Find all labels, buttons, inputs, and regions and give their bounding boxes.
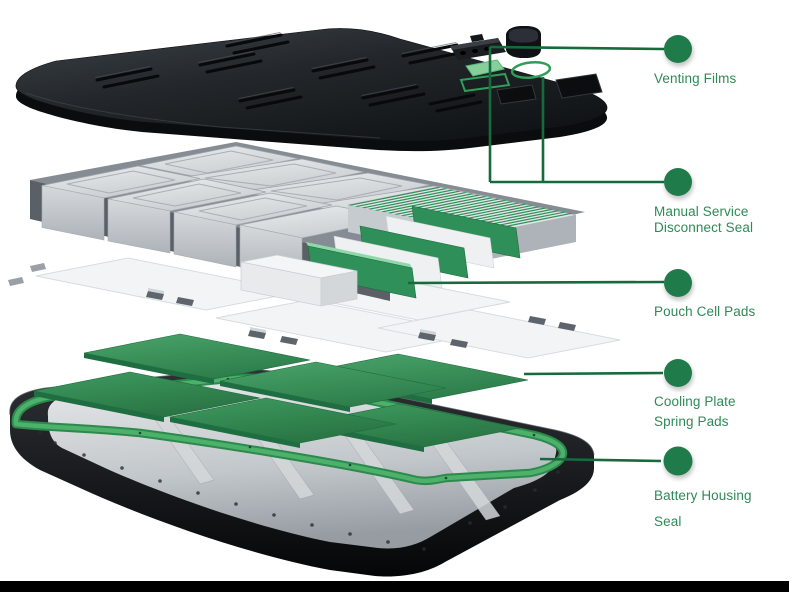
pouch-cell-pads-line <box>407 280 665 285</box>
label-line: Disconnect Seal <box>654 219 754 235</box>
cooling-plate-line <box>523 371 664 376</box>
marker-housing-seal <box>663 446 693 476</box>
housing-seal-line <box>539 457 662 463</box>
callout-lines <box>407 45 665 463</box>
lid-ribs <box>95 32 483 113</box>
callout-markers <box>663 35 694 479</box>
marker-msd-seal <box>664 168 692 196</box>
module-emboss <box>66 150 403 221</box>
label-line: Manual Service <box>654 204 749 219</box>
label-line: Pouch Cell Pads <box>654 304 756 319</box>
label-venting-films: Venting Films <box>654 71 736 87</box>
label-line: Cooling Plate <box>654 394 736 409</box>
label-battery-housing-seal: Battery Housing Seal <box>654 483 752 535</box>
msd-seal-ring <box>510 61 552 79</box>
label-line: Venting Films <box>654 71 737 86</box>
marker-cooling-plate <box>664 359 692 387</box>
lid-cutouts <box>496 73 603 105</box>
label-pouch-cell-pads: Pouch Cell Pads <box>654 304 755 320</box>
label-line: Battery Housing <box>654 488 752 503</box>
vent-valve-assembly <box>450 26 541 60</box>
label-line: Seal <box>654 514 682 529</box>
housing-rivets <box>38 430 560 551</box>
venting-films-line <box>489 45 665 51</box>
marker-venting-films <box>664 35 692 63</box>
cooling-plates-layer <box>33 333 529 452</box>
label-cooling-plate-spring-pads: Cooling Plate Spring Pads <box>654 392 736 432</box>
battery-modules-layer <box>30 142 585 307</box>
label-line: Spring Pads <box>654 414 729 429</box>
top-cover-layer <box>15 26 608 152</box>
white-cover-block <box>240 254 358 307</box>
exploded-pouch-plates <box>306 205 521 299</box>
bottom-black-bar <box>0 581 789 592</box>
marker-pouch-cell-pads <box>664 269 692 297</box>
label-manual-service-disconnect-seal: Manual Service Disconnect Seal <box>654 204 753 235</box>
